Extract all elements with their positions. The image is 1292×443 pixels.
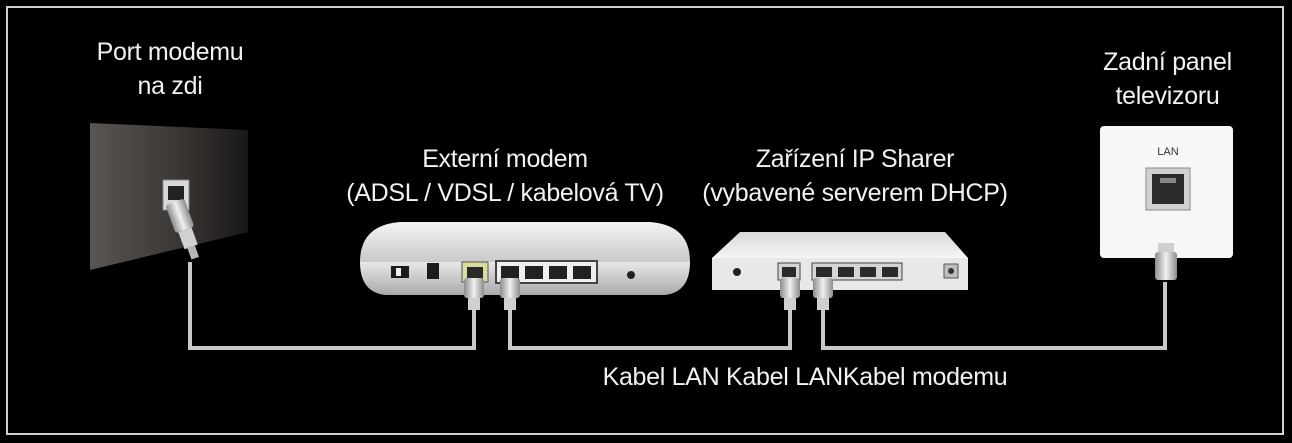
sharer-power-led (733, 268, 741, 276)
modem-wan-port (461, 261, 489, 283)
ip-sharer-device (712, 232, 968, 290)
tv-panel-label: Zadní panel televizoru (1075, 45, 1260, 113)
cable-modem (188, 262, 476, 350)
modem-power-jack (427, 263, 439, 279)
sharer-plug-lan (813, 278, 833, 310)
wall-port-label-line2: na zdi (137, 72, 203, 100)
tv-panel-label-line2: televizoru (1115, 82, 1220, 110)
tv-lan-socket (1145, 167, 1191, 211)
sharer-plug-wan (780, 278, 800, 310)
cable-types-label: Kabel LAN Kabel LANKabel modemu (602, 363, 1008, 391)
diagram-frame (6, 6, 1284, 435)
tv-cable-plug (1155, 243, 1177, 280)
wall-cable-plug (166, 199, 200, 260)
wall-port-label-line1: Port modemu (96, 38, 244, 66)
modem-reset-button (627, 271, 635, 279)
modem-label-line1: Externí modem (422, 145, 588, 173)
sharer-lan-ports (811, 262, 903, 281)
cable-lan-1 (508, 300, 792, 350)
sharer-label: Zařízení IP Sharer (vybavené serverem DH… (680, 142, 1030, 210)
sharer-label-line1: Zařízení IP Sharer (755, 145, 955, 173)
modem-plug-lan (500, 278, 520, 310)
wall-port-panel (90, 123, 248, 270)
external-modem-device (360, 222, 690, 295)
tv-panel-label-line1: Zadní panel (1103, 48, 1232, 76)
cable-lan-2 (821, 282, 1167, 350)
wall-port-label: Port modemu na zdi (60, 35, 280, 103)
sharer-power-jack (943, 263, 959, 279)
sharer-label-line2: (vybavené serverem DHCP) (702, 179, 1008, 207)
modem-plug-wan (464, 278, 484, 310)
modem-power-switch (391, 266, 409, 278)
sharer-wan-port (777, 262, 801, 281)
modem-label-line2: (ADSL / VDSL / kabelová TV) (346, 179, 664, 207)
tv-rear-panel (1100, 126, 1233, 258)
modem-label: Externí modem (ADSL / VDSL / kabelová TV… (320, 142, 690, 210)
modem-lan-ports (495, 260, 598, 284)
tv-lan-port-label: LAN (1157, 146, 1179, 158)
